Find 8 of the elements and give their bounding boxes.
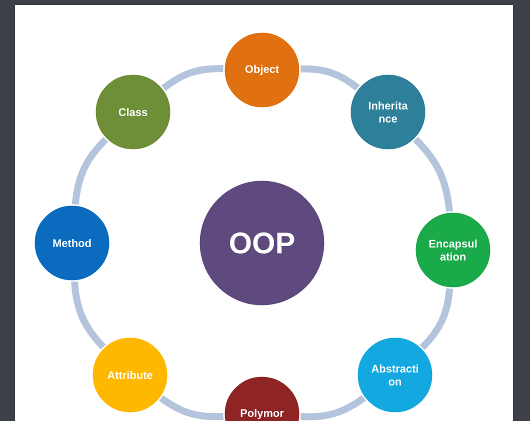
ring-connector — [161, 65, 224, 91]
ring-connector — [71, 281, 106, 350]
ring-connector — [300, 395, 366, 420]
ring-connector — [159, 395, 224, 420]
ring-connector — [420, 288, 454, 350]
ring-connector — [413, 136, 453, 212]
ring-connector — [300, 65, 360, 91]
ring-connector — [72, 136, 108, 205]
